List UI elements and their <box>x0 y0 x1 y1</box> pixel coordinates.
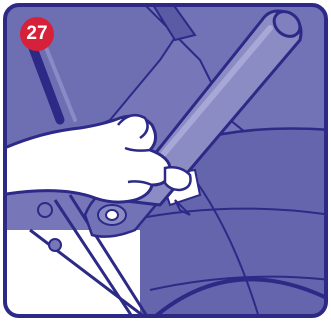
frame-bolt <box>49 239 61 251</box>
lower-frame <box>0 230 140 321</box>
step-number-badge: 27 <box>20 17 54 51</box>
joint-button-inner <box>106 210 118 220</box>
frame-bolt <box>38 203 52 217</box>
fingertips <box>165 167 191 190</box>
